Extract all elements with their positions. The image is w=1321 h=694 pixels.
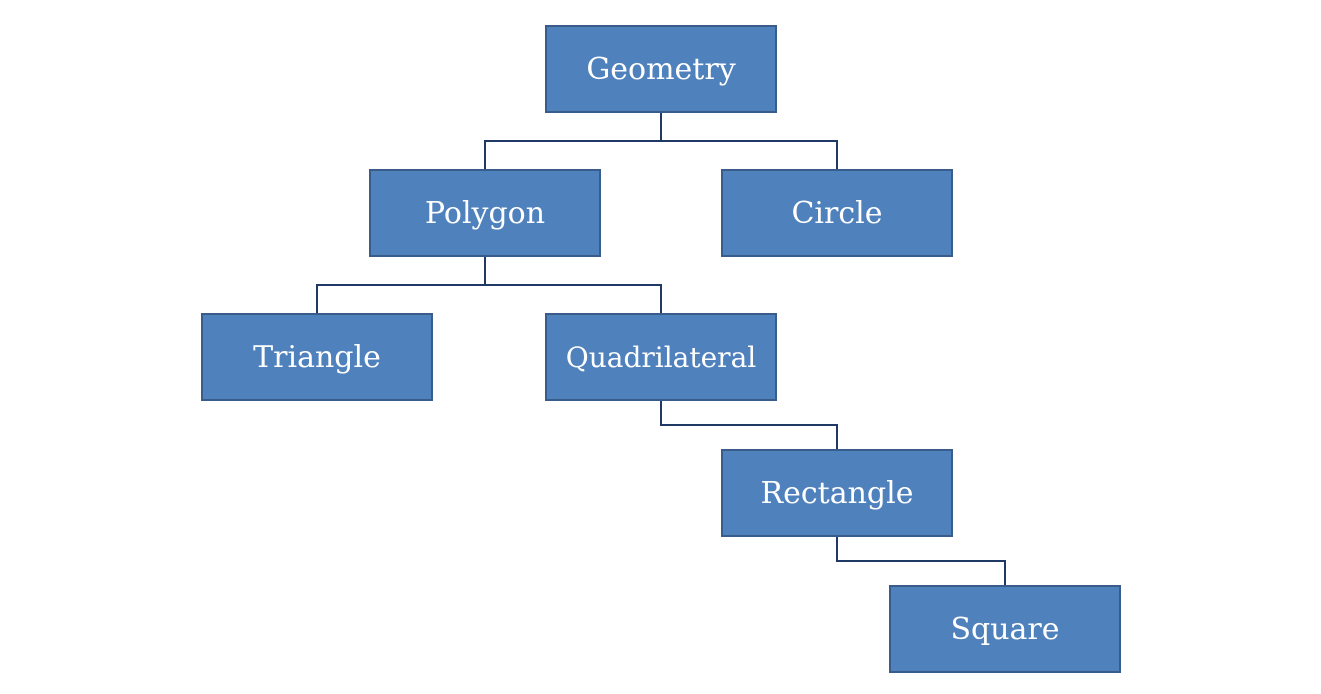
connector-polygon-triangle [316,257,486,313]
connector-geometry-polygon [484,113,662,169]
node-circle-label: Circle [791,195,883,231]
connector-quadrilateral-rectangle [660,401,838,449]
node-rectangle: Rectangle [721,449,953,537]
node-circle: Circle [721,169,953,257]
connector-geometry-circle [660,113,838,169]
node-rectangle-label: Rectangle [760,475,914,511]
node-polygon-label: Polygon [424,195,546,231]
node-quadrilateral-label: Quadrilateral [565,340,757,374]
node-triangle: Triangle [201,313,433,401]
node-geometry: Geometry [545,25,777,113]
node-geometry-label: Geometry [586,51,736,87]
node-polygon: Polygon [369,169,601,257]
connector-rectangle-square [836,537,1006,585]
node-triangle-label: Triangle [253,339,381,375]
node-square-label: Square [950,611,1060,647]
connector-polygon-quadrilateral [484,257,662,313]
node-square: Square [889,585,1121,673]
node-quadrilateral: Quadrilateral [545,313,777,401]
